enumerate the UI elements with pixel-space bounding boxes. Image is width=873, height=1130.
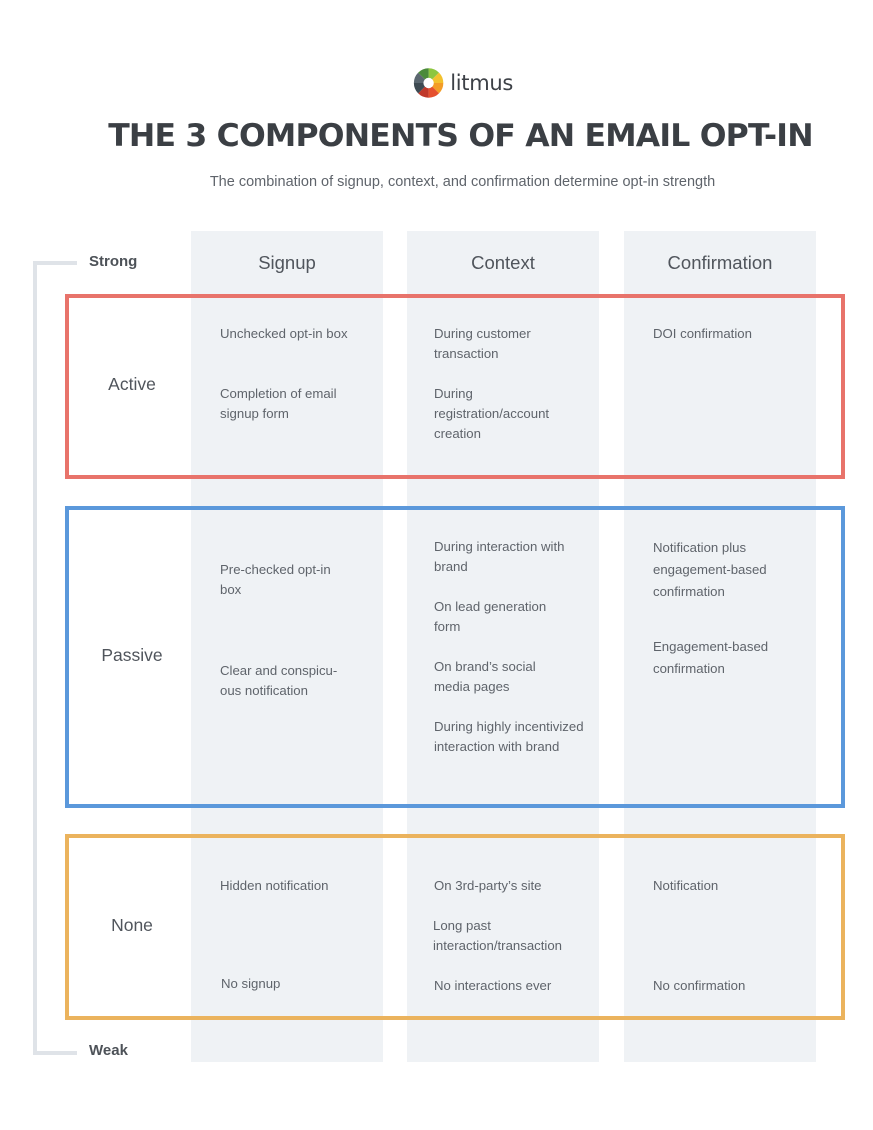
strength-scale-bottom-tick [33,1051,77,1055]
cell-none-confirmation-1: Notification [653,878,719,893]
litmus-logo: litmus [413,65,513,101]
page-title: THE 3 COMPONENTS OF AN EMAIL OPT-IN [108,118,813,154]
cell-passive-context-2: On lead generation form [434,599,547,634]
row-label-none: None [111,915,153,935]
strength-scale-top-tick [33,261,77,265]
cell-none-signup-2: No signup [221,976,281,991]
cell-active-signup-2: Completion of email signup form [220,386,337,421]
column-confirmation-bg [624,231,816,1062]
cell-active-signup-1: Unchecked opt-in box [220,326,348,341]
cell-passive-signup-1: Pre-checked opt-in box [220,562,331,597]
cell-none-confirmation-2: No confirmation [653,978,746,993]
strength-scale-line [33,261,37,1055]
cell-none-context-1: On 3rd-party’s site [434,878,542,893]
row-band-active [65,294,845,479]
cell-none-signup-1: Hidden notification [220,878,329,893]
column-context-bg [407,231,599,1062]
column-header-signup: Signup [258,252,316,273]
column-signup-bg [191,231,383,1062]
cell-none-context-2: Long past interaction/transaction [433,918,563,953]
cell-passive-confirmation-1: Notification plus engagement-based confi… [653,540,767,599]
cell-passive-context-4: During highly incentivized interaction w… [434,719,584,754]
cell-active-context-2: During registration/account creation [434,386,550,441]
cell-none-context-3: No interactions ever [434,978,552,993]
cell-active-context-1: During customer transaction [434,326,531,361]
cell-passive-context-3: On brand’s social media pages [434,659,536,694]
cell-active-confirmation-1: DOI confirmation [653,326,752,341]
row-label-passive: Passive [101,645,163,665]
column-header-confirmation: Confirmation [667,252,773,273]
litmus-wheel-icon [413,68,444,98]
cell-passive-signup-2: Clear and conspicu-ous notification [220,663,338,698]
page-subtitle: The combination of signup, context, and … [209,174,716,190]
row-band-none [65,834,845,1020]
cell-passive-confirmation-2: Engagement-based confirmation [653,639,769,676]
row-label-active: Active [108,374,156,394]
scale-label-strong: Strong [89,253,138,270]
brand-name: litmus [450,71,513,95]
scale-label-weak: Weak [89,1042,128,1059]
column-header-context: Context [471,252,535,273]
row-band-passive [65,506,845,808]
cell-passive-context-1: During interaction with brand [434,539,565,574]
